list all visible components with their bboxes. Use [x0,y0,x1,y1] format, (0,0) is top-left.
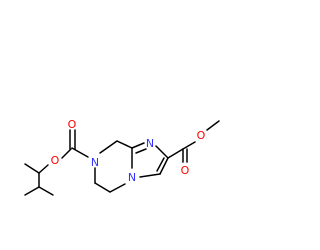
atom-o-ester-ether: O [197,129,206,142]
bond-tbu-c3 [38,186,54,196]
atom-o-boc-carbonyl: O [68,118,77,131]
atom-n-imidazole-ring: N [146,137,154,150]
bond-o-methyl [206,120,220,131]
bond-n-c2 [155,145,169,159]
bond-boc-o-c [61,148,72,159]
bond-ch2-ch2-lower [94,182,111,193]
bond-c8a-n-double-2 [135,148,147,154]
bond-c8a-n-double-1 [131,142,145,149]
bond-tbu-o [38,164,49,174]
molecule-structure: O O N N N O O [24,118,220,196]
atom-n-piperazine: N [91,156,99,169]
bond-n-ch2-upper [99,140,118,154]
bond-c2-c3-1 [159,157,169,175]
bond-tbu-c4 [24,163,40,174]
bond-c2-c3-2 [156,157,165,172]
bond-ch2-c8a [116,140,133,149]
atom-o-boc-ether: O [51,154,60,167]
bond-tbu-c2 [24,186,40,196]
atom-n-imidazole-bridge: N [128,171,136,184]
bond-ch2-nbridge [109,183,126,193]
bond-c2-cester [167,148,184,159]
molecule-diagram: O O N N N O O [24,118,220,196]
bond-cester-o [182,141,196,150]
bond-c3-nbridge [139,173,161,178]
bond-boc-c-n [71,147,89,158]
atom-o-ester-carbonyl: O [181,164,190,177]
